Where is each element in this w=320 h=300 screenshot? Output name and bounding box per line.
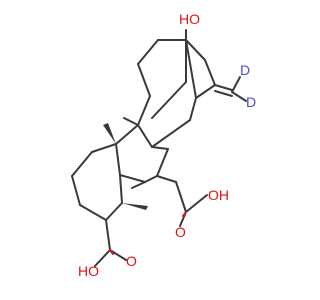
methyl-wedge bbox=[103, 123, 116, 144]
bond bbox=[156, 148, 169, 177]
bond bbox=[185, 194, 208, 213]
carboxyl-oxygen-label: O bbox=[175, 224, 186, 240]
bond bbox=[151, 146, 169, 150]
bond bbox=[79, 204, 107, 221]
bond bbox=[71, 175, 81, 206]
methyl-wedge bbox=[122, 203, 148, 210]
bond bbox=[231, 76, 241, 93]
bond bbox=[214, 90, 233, 97]
bond bbox=[231, 91, 247, 102]
bond bbox=[137, 95, 151, 126]
bond bbox=[109, 249, 127, 261]
bond bbox=[175, 181, 187, 213]
bond bbox=[189, 97, 197, 121]
stereo-hash bbox=[156, 175, 177, 183]
bond bbox=[144, 175, 158, 183]
stereo-hash bbox=[123, 117, 139, 126]
bond bbox=[115, 143, 121, 176]
bond bbox=[91, 143, 117, 153]
bond bbox=[182, 211, 187, 217]
bond bbox=[115, 124, 139, 145]
bond bbox=[195, 84, 216, 99]
bond bbox=[94, 249, 111, 267]
bond bbox=[105, 219, 111, 251]
bond bbox=[151, 119, 191, 148]
stereo-hash bbox=[131, 181, 146, 189]
bond bbox=[109, 249, 114, 255]
bond bbox=[119, 174, 123, 204]
bond bbox=[137, 63, 151, 97]
deuterium-label: D bbox=[240, 62, 250, 78]
bond bbox=[105, 202, 123, 221]
bond bbox=[119, 174, 146, 183]
carboxyl-oxygen-label: O bbox=[126, 253, 137, 269]
deuterium-label: D bbox=[246, 94, 256, 110]
bond bbox=[214, 84, 233, 91]
bond bbox=[185, 39, 206, 61]
bond bbox=[137, 39, 159, 65]
molecule-structure: HO D D O OH O HO bbox=[71, 11, 256, 279]
hydroxyl-label: HO bbox=[179, 11, 200, 27]
bond bbox=[151, 81, 187, 119]
carboxyl-hydroxyl-label: HO bbox=[78, 263, 99, 279]
bond bbox=[204, 59, 216, 86]
carboxyl-hydroxyl-label: OH bbox=[208, 187, 229, 203]
bond bbox=[71, 151, 93, 177]
bond bbox=[185, 39, 197, 99]
bond bbox=[137, 124, 153, 148]
